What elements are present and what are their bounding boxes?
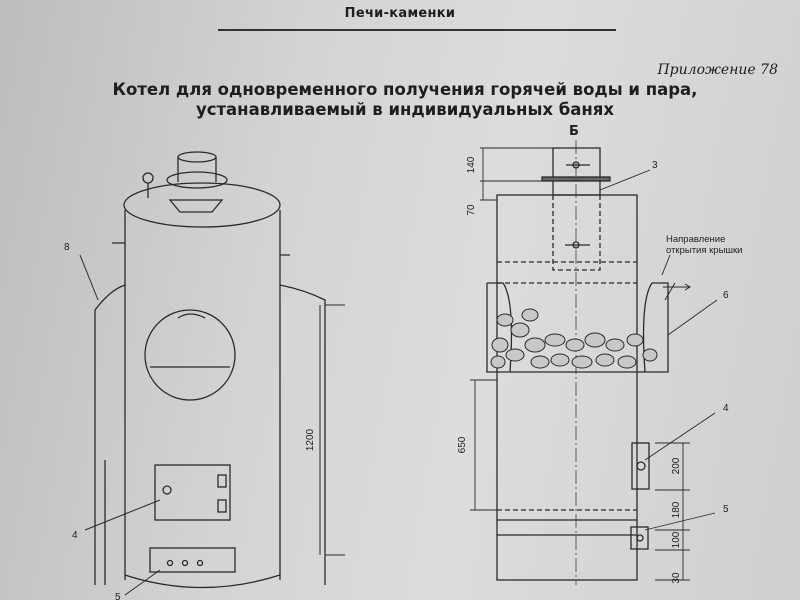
stones [490, 308, 658, 369]
stone-chamber-door [144, 309, 236, 401]
firebox-door [154, 464, 231, 521]
dim-70: 70 [466, 204, 477, 216]
boiler-bottom [124, 574, 281, 589]
title-line-1: Котел для одновременного получения горяч… [112, 80, 698, 99]
dim-180: 180 [671, 501, 682, 518]
boiler-perspective-view: 8 4 5 1200 [64, 151, 345, 600]
callout-3: 3 [652, 160, 658, 171]
firebox-door-front [631, 442, 650, 490]
valve-icon [142, 172, 154, 184]
dim-30: 30 [671, 572, 682, 584]
dim-650: 650 [457, 436, 468, 453]
callout-6: 6 [723, 290, 729, 301]
header-rule [218, 29, 616, 31]
callout-5-right: 5 [723, 504, 729, 515]
callout-4-left: 4 [72, 530, 78, 541]
dim-140: 140 [466, 156, 477, 173]
dim-200: 200 [671, 457, 682, 474]
ash-door [149, 547, 236, 573]
view-label: Б [569, 124, 579, 139]
callout-4-right: 4 [723, 403, 729, 414]
appendix-label: Приложение 78 [657, 62, 778, 78]
title-line-2: устанавливаемый в индивидуальных банях [195, 100, 615, 119]
note-line-1: Направление [666, 234, 725, 245]
boiler-body-front [496, 194, 638, 581]
running-header: Печи-каменки [344, 6, 456, 21]
dim-100: 100 [671, 531, 682, 548]
callout-5-left: 5 [115, 592, 121, 600]
boiler-body [124, 210, 281, 580]
callout-8: 8 [64, 242, 70, 253]
chimney [166, 151, 228, 213]
note-line-2: открытия крышки [666, 245, 743, 256]
page-title: Котел для одновременного получения горяч… [100, 80, 710, 120]
dim-1200: 1200 [305, 428, 316, 451]
ash-door-front [630, 526, 649, 550]
boiler-front-view: 140 70 650 200 180 100 30 3 6 4 5 Направ… [457, 140, 743, 585]
chimney-front [552, 147, 601, 196]
heat-shield [94, 284, 326, 585]
boiler-top [123, 182, 281, 228]
